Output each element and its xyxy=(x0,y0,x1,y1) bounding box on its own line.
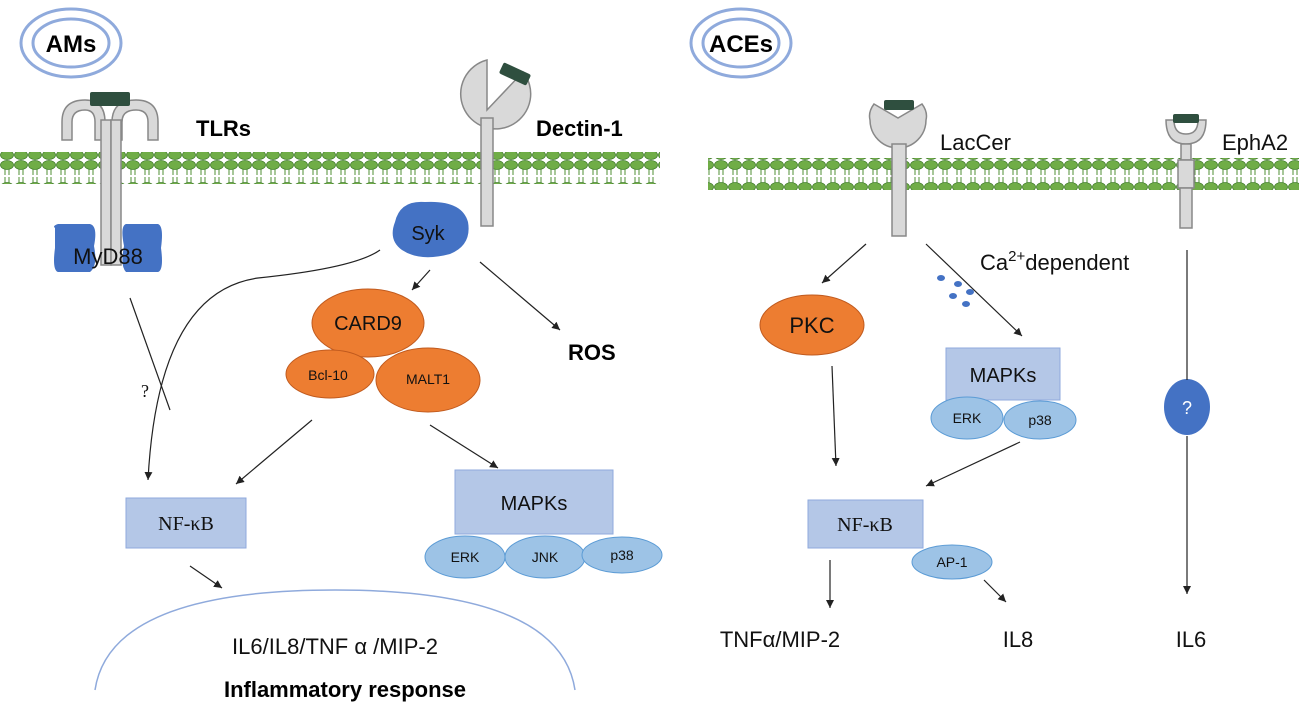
cell-inner-ring xyxy=(31,17,111,69)
label-nfkb-right: NF-κB xyxy=(837,514,893,536)
label-myd88: MyD88 xyxy=(73,244,143,269)
label-cytokines-left: IL6/IL8/TNF α /MIP-2 xyxy=(232,634,438,659)
edge-card9-mapks xyxy=(429,424,499,469)
edge-ap1-il8 xyxy=(983,579,1007,603)
edge-syk-ros xyxy=(479,261,561,331)
label-nfkb-left: NF-κB xyxy=(158,513,214,535)
edge-myd88-question xyxy=(129,297,171,411)
response-arc xyxy=(94,589,576,691)
label-erk-right: ERK xyxy=(953,410,982,426)
dectin-1-receptor xyxy=(460,59,532,227)
card9-complex: CARD9 Bcl-10 MALT1 xyxy=(285,288,481,413)
epha2-ligand xyxy=(1173,114,1199,123)
mapks-box-left: MAPKs ERK JNK p38 xyxy=(424,469,663,579)
edge-laccer-mapks xyxy=(925,243,1023,337)
unknown-mark-right: ? xyxy=(1182,398,1192,418)
unknown-node-epha2: ? xyxy=(1164,379,1210,435)
label-malt1: MALT1 xyxy=(406,371,450,387)
label-ap1: AP-1 xyxy=(936,554,967,570)
arrows-left xyxy=(129,249,561,589)
edge-card9-nfkb xyxy=(235,419,313,485)
mapks-box-right: MAPKs ERK p38 xyxy=(930,347,1077,440)
edge-mapks-nfkb xyxy=(925,441,1021,487)
edge-laccer-pkc xyxy=(821,243,867,284)
label-out-tnf: TNFα/MIP-2 xyxy=(720,627,840,652)
nfkb-box-right: NF-κB AP-1 xyxy=(807,499,993,580)
label-jnk-left: JNK xyxy=(532,549,559,565)
cell-inner-ring-right xyxy=(701,17,781,69)
label-mapks-left: MAPKs xyxy=(501,493,568,515)
tlr-ligand xyxy=(90,92,130,106)
dectin-ligand xyxy=(499,62,531,86)
myd88-node: MyD88 xyxy=(54,224,162,272)
nfkb-box-left: NF-κB xyxy=(125,497,247,549)
label-ca-dependent: Ca2+dependent xyxy=(980,248,1129,275)
label-inflammatory-response: Inflammatory response xyxy=(224,677,466,702)
label-card9: CARD9 xyxy=(334,313,402,335)
epha2-receptor xyxy=(1165,114,1207,229)
edge-syk-nfkb xyxy=(144,249,381,481)
cell-ams: AMs xyxy=(19,7,123,79)
laccer-ligand xyxy=(884,100,914,110)
syk-node: Syk xyxy=(392,201,469,258)
label-pkc: PKC xyxy=(789,313,834,338)
pkc-node: PKC xyxy=(759,294,865,356)
cell-label-ams: AMs xyxy=(46,31,97,58)
edge-nfkb-response xyxy=(189,565,223,589)
label-tlrs: TLRs xyxy=(196,116,251,141)
laccer-receptor xyxy=(868,100,928,237)
membrane-right xyxy=(708,158,1299,190)
cell-label-aces: ACEs xyxy=(709,31,773,58)
label-laccer: LacCer xyxy=(940,130,1011,155)
unknown-mark-left: ? xyxy=(141,381,149,401)
edge-pkc-nfkb xyxy=(831,365,840,467)
label-out-il6: IL6 xyxy=(1176,627,1207,652)
label-out-il8: IL8 xyxy=(1003,627,1034,652)
label-bcl10: Bcl-10 xyxy=(308,367,348,383)
edge-syk-card9 xyxy=(411,269,431,291)
label-dectin-1: Dectin-1 xyxy=(536,116,623,141)
label-mapks-right: MAPKs xyxy=(970,365,1037,387)
label-p38-right: p38 xyxy=(1028,412,1052,428)
label-erk-left: ERK xyxy=(451,549,480,565)
calcium-dots xyxy=(937,275,974,307)
arrows-right xyxy=(821,243,1191,608)
membrane-left xyxy=(0,152,660,184)
label-syk: Syk xyxy=(411,223,445,245)
tlr-receptor xyxy=(61,92,159,266)
label-epha2: EphA2 xyxy=(1222,130,1288,155)
label-p38-left: p38 xyxy=(610,547,634,563)
cell-aces: ACEs xyxy=(689,7,793,79)
label-ros: ROS xyxy=(568,340,616,365)
